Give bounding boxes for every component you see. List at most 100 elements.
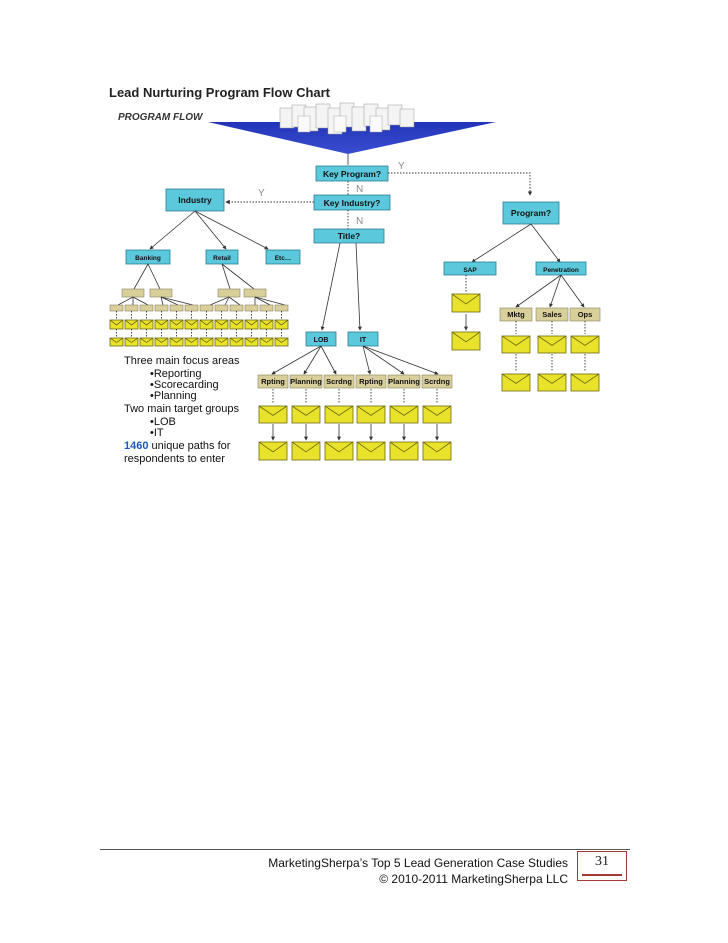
retail-subtree <box>209 263 286 306</box>
envelope-icon <box>244 337 259 347</box>
note-lob: •LOB <box>150 416 176 428</box>
envelope-icon <box>214 319 229 330</box>
envelope-icon <box>258 441 288 461</box>
lob-rpting-label: Rpting <box>261 377 285 386</box>
note-it: •IT <box>150 427 164 439</box>
it-rpting-node <box>355 374 387 389</box>
envelope-icon <box>389 441 419 461</box>
etc-node <box>265 249 301 265</box>
leaf-node <box>154 304 169 312</box>
sap-label: SAP <box>463 267 477 274</box>
envelope-icon <box>124 337 139 347</box>
key-program-node <box>315 165 389 182</box>
key-industry-node <box>313 194 391 211</box>
industry-label: Industry <box>178 195 212 205</box>
key-program-label: Key Program? <box>323 169 381 179</box>
envelope-icon <box>124 319 139 330</box>
ops-label: Ops <box>578 310 593 319</box>
summary-notes: Three main focus areas •Reporting •Score… <box>124 355 240 465</box>
leaf-node <box>169 304 184 312</box>
note-planning: •Planning <box>150 390 197 402</box>
leaf-node <box>184 304 199 312</box>
industry-leaf-rows <box>109 304 289 347</box>
leaf-node <box>244 304 259 312</box>
sap-node <box>443 261 497 276</box>
leaf-node <box>259 304 274 312</box>
envelope-icon <box>356 441 386 461</box>
leaf-node <box>274 304 289 312</box>
it-subtree <box>362 345 439 375</box>
envelope-icon <box>244 319 259 330</box>
envelope-icon <box>169 337 184 347</box>
banking-label: Banking <box>135 255 161 262</box>
note-paths: 1460 unique paths for <box>124 440 231 452</box>
envelope-icon <box>324 405 354 424</box>
it-planning-label: Planning <box>388 377 420 386</box>
leaf-node <box>229 304 244 312</box>
envelope-icon <box>291 405 321 424</box>
page-title: Lead Nurturing Program Flow Chart <box>109 85 331 100</box>
paths-count: 1460 <box>124 440 148 452</box>
envelope-icon <box>214 337 229 347</box>
page-number: 31 <box>577 851 627 881</box>
note-reporting: •Reporting <box>150 368 202 380</box>
note-scorecarding: •Scorecarding <box>150 379 219 391</box>
it-rpting-label: Rpting <box>359 377 383 386</box>
envelope-icon <box>259 319 274 330</box>
it-scrdng-label: Scrdng <box>424 377 450 386</box>
y-label-2: Y <box>258 188 265 199</box>
envelope-icon <box>274 337 289 347</box>
banking-subtree <box>117 263 194 306</box>
envelope-icon <box>389 405 419 424</box>
envelope-icon <box>501 335 531 354</box>
envelope-icon <box>259 337 274 347</box>
leaf-node <box>124 304 139 312</box>
envelope-icon <box>229 319 244 330</box>
note-target-groups: Two main target groups <box>124 403 239 415</box>
envelope-icon <box>451 293 481 313</box>
lob-scrdng-label: Scrdng <box>326 377 352 386</box>
key-industry-label: Key Industry? <box>324 198 381 208</box>
email-envelopes <box>258 293 600 461</box>
title-label: Title? <box>338 231 361 241</box>
envelope-icon <box>154 319 169 330</box>
page-number-value: 31 <box>595 854 609 869</box>
lob-planning-node <box>289 374 323 389</box>
it-label: IT <box>360 337 367 344</box>
envelope-icon <box>199 319 214 330</box>
envelope-icon <box>291 441 321 461</box>
lob-rpting-node <box>257 374 289 389</box>
program-label: Program? <box>511 208 551 218</box>
envelope-icon <box>570 373 600 392</box>
y-label-1: Y <box>398 161 405 172</box>
envelope-icon <box>422 405 452 424</box>
envelope-icon <box>184 337 199 347</box>
title-node <box>313 228 385 244</box>
funnel-graphic <box>208 122 496 154</box>
envelope-icon <box>169 319 184 330</box>
lob-scrdng-node <box>323 374 355 389</box>
note-respondents: respondents to enter <box>124 453 225 465</box>
envelope-icon <box>570 335 600 354</box>
etc-label: Etc… <box>275 255 292 262</box>
envelope-icon <box>451 331 481 351</box>
footer-divider <box>100 849 630 850</box>
n-label-1: N <box>356 184 363 195</box>
lob-label: LOB <box>314 337 329 344</box>
footer: MarketingSherpa’s Top 5 Lead Generation … <box>268 855 568 887</box>
sales-label: Sales <box>542 310 562 319</box>
envelope-icon <box>422 441 452 461</box>
envelope-icon <box>258 405 288 424</box>
envelope-icon <box>229 337 244 347</box>
envelope-icon <box>154 337 169 347</box>
leaf-node <box>109 304 124 312</box>
envelope-icon <box>199 337 214 347</box>
leaf-node <box>214 304 229 312</box>
footer-title: MarketingSherpa’s Top 5 Lead Generation … <box>268 856 568 870</box>
documents-pile-icon <box>279 102 415 135</box>
envelope-icon <box>356 405 386 424</box>
program-flow-chart: PROGRAM FLOW Key Program? N Key Industry… <box>109 102 601 465</box>
envelope-icon <box>537 335 567 354</box>
page-number-accent <box>582 874 622 876</box>
envelope-icon <box>109 319 124 330</box>
